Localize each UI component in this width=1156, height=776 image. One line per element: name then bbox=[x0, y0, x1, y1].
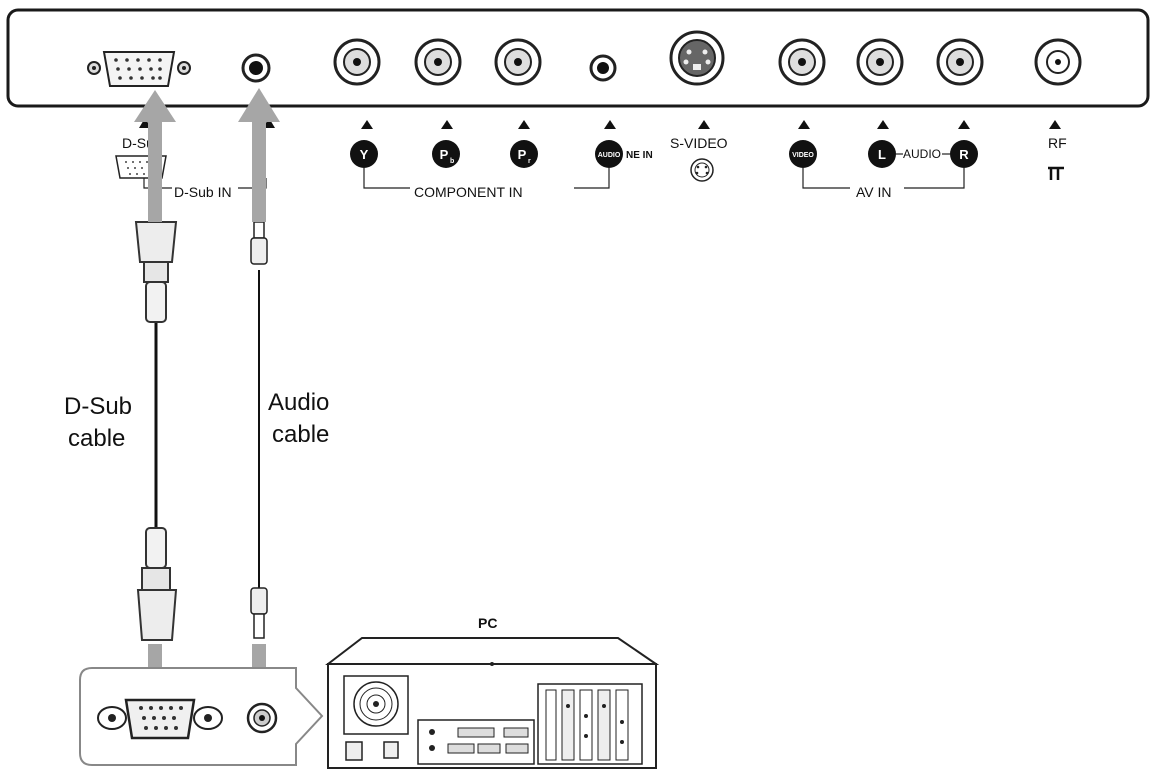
svg-text:P: P bbox=[440, 147, 449, 162]
svideo-label: S-VIDEO bbox=[670, 135, 728, 151]
pc-audio-out-jack[interactable] bbox=[246, 702, 278, 734]
svg-text:b: b bbox=[450, 158, 454, 165]
fan-icon bbox=[343, 675, 409, 735]
svg-text:Y: Y bbox=[360, 147, 369, 162]
av-audio-l-jack[interactable] bbox=[856, 38, 904, 86]
svg-text:R: R bbox=[959, 147, 969, 162]
dsub-port[interactable] bbox=[87, 51, 191, 87]
svideo-jack[interactable] bbox=[669, 30, 725, 86]
component-in-label: COMPONENT IN bbox=[414, 184, 523, 200]
audio-cable-label-2: cable bbox=[272, 421, 329, 448]
pc-audio-jack[interactable] bbox=[241, 53, 271, 83]
pc-port-zoom bbox=[79, 667, 324, 766]
line-in-jack[interactable] bbox=[589, 54, 617, 82]
av-audio-r-jack[interactable] bbox=[936, 38, 984, 86]
audio-line-in-marker: AUDIO NE IN bbox=[595, 140, 653, 168]
antenna-icon bbox=[1048, 166, 1064, 180]
svg-text:P: P bbox=[518, 147, 527, 162]
pb-marker: P b bbox=[432, 140, 460, 168]
dsub-cable-label-1: D-Sub bbox=[64, 393, 132, 420]
pc-label: PC bbox=[478, 615, 497, 631]
cable-labels: D-Sub cable Audio cable bbox=[64, 389, 329, 452]
svg-text:r: r bbox=[528, 158, 531, 165]
voltage-switch-icon bbox=[383, 741, 399, 759]
dsub-cable-label-2: cable bbox=[68, 425, 125, 452]
power-socket-icon bbox=[345, 741, 363, 761]
av-in-label: AV IN bbox=[856, 184, 892, 200]
l-marker: L bbox=[868, 140, 896, 168]
component-pb-jack[interactable] bbox=[414, 38, 462, 86]
rf-label: RF bbox=[1048, 135, 1067, 151]
dsub-in-label: D-Sub IN bbox=[174, 184, 232, 200]
svg-text:AUDIO: AUDIO bbox=[598, 152, 621, 159]
r-marker: R bbox=[950, 140, 978, 168]
pc-rear: PC bbox=[325, 615, 660, 769]
component-pr-jack[interactable] bbox=[494, 38, 542, 86]
y-marker: Y bbox=[350, 140, 378, 168]
audio-lr-label: AUDIO bbox=[903, 147, 941, 161]
svg-text:L: L bbox=[878, 147, 886, 162]
audio-cable bbox=[250, 221, 268, 639]
av-video-jack[interactable] bbox=[778, 38, 826, 86]
audio-cable-label-1: Audio bbox=[268, 389, 329, 416]
pc-dsub-port[interactable] bbox=[97, 698, 223, 740]
pr-marker: P r bbox=[510, 140, 538, 168]
rf-jack[interactable] bbox=[1034, 38, 1082, 86]
expansion-slots-icon bbox=[537, 683, 643, 765]
svideo-small-icon bbox=[690, 158, 714, 182]
svg-text:VIDEO: VIDEO bbox=[792, 152, 814, 159]
dsub-cable bbox=[134, 221, 178, 641]
panel-labels: D-Sub D-Sub IN Y P b P r bbox=[115, 135, 1067, 200]
tv-back-panel bbox=[6, 8, 1150, 108]
component-y-jack[interactable] bbox=[333, 38, 381, 86]
line-in-label: NE IN bbox=[626, 150, 653, 161]
video-marker: VIDEO bbox=[789, 140, 817, 168]
